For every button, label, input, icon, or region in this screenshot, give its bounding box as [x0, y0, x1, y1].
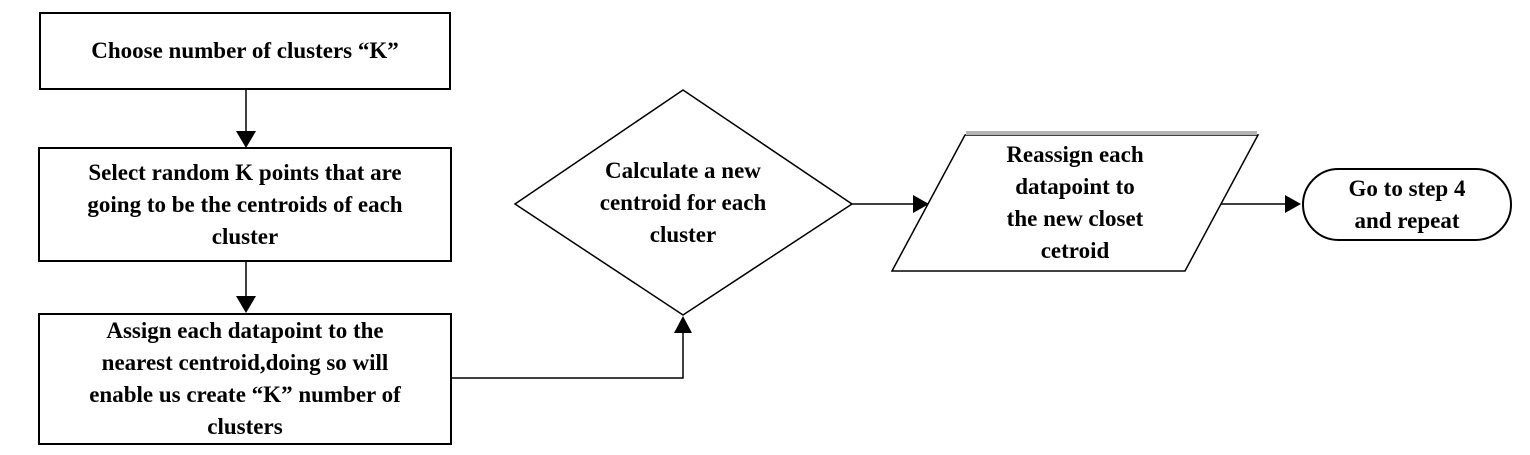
process-box-choose-k: Choose number of clusters “K” — [39, 12, 451, 90]
process-box-select-random-points: Select random K points that are going to… — [38, 147, 452, 262]
process-box-select-random-points-label: Select random K points that are going to… — [87, 159, 403, 249]
parallelogram-shape-reassign — [890, 134, 1260, 272]
process-box-assign-datapoints: Assign each datapoint to the nearest cen… — [38, 313, 452, 445]
terminator-go-to-step4: Go to step 4 and repeat — [1302, 168, 1512, 241]
arrow-choose-to-select — [236, 90, 256, 148]
diamond-shape-calculate-centroid — [513, 89, 854, 316]
terminator-go-to-step4-label: Go to step 4 and repeat — [1348, 175, 1466, 233]
arrow-calculate-to-reassign — [852, 195, 929, 213]
arrow-reassign-to-goto — [1221, 195, 1301, 213]
arrow-assign-to-calculate — [452, 316, 692, 379]
process-box-assign-datapoints-label: Assign each datapoint to the nearest cen… — [89, 318, 401, 439]
arrow-select-to-assign — [236, 262, 256, 313]
process-box-choose-k-label: Choose number of clusters “K” — [91, 38, 399, 63]
